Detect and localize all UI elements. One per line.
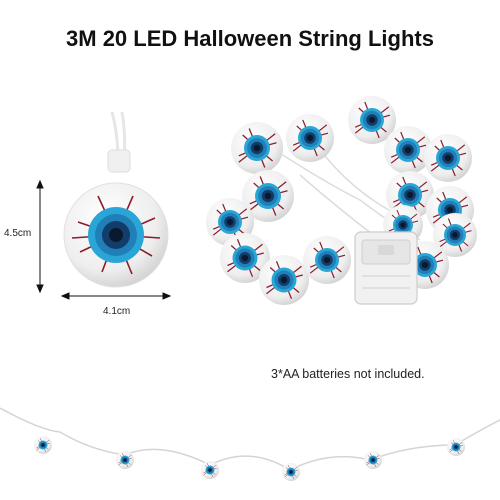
- width-label: 4.1cm: [103, 306, 131, 317]
- single-eyeball-detail: [36, 111, 172, 300]
- height-dimension-line: [36, 179, 44, 294]
- height-label: 4.5cm: [4, 228, 32, 239]
- battery-note: 3*AA batteries not included.: [271, 367, 425, 381]
- product-title: 3M 20 LED Halloween String Lights: [66, 26, 434, 51]
- light-strand: [0, 407, 500, 481]
- width-dimension-line: [60, 292, 172, 300]
- battery-box: [354, 231, 418, 305]
- eyeball-cluster: [206, 96, 477, 305]
